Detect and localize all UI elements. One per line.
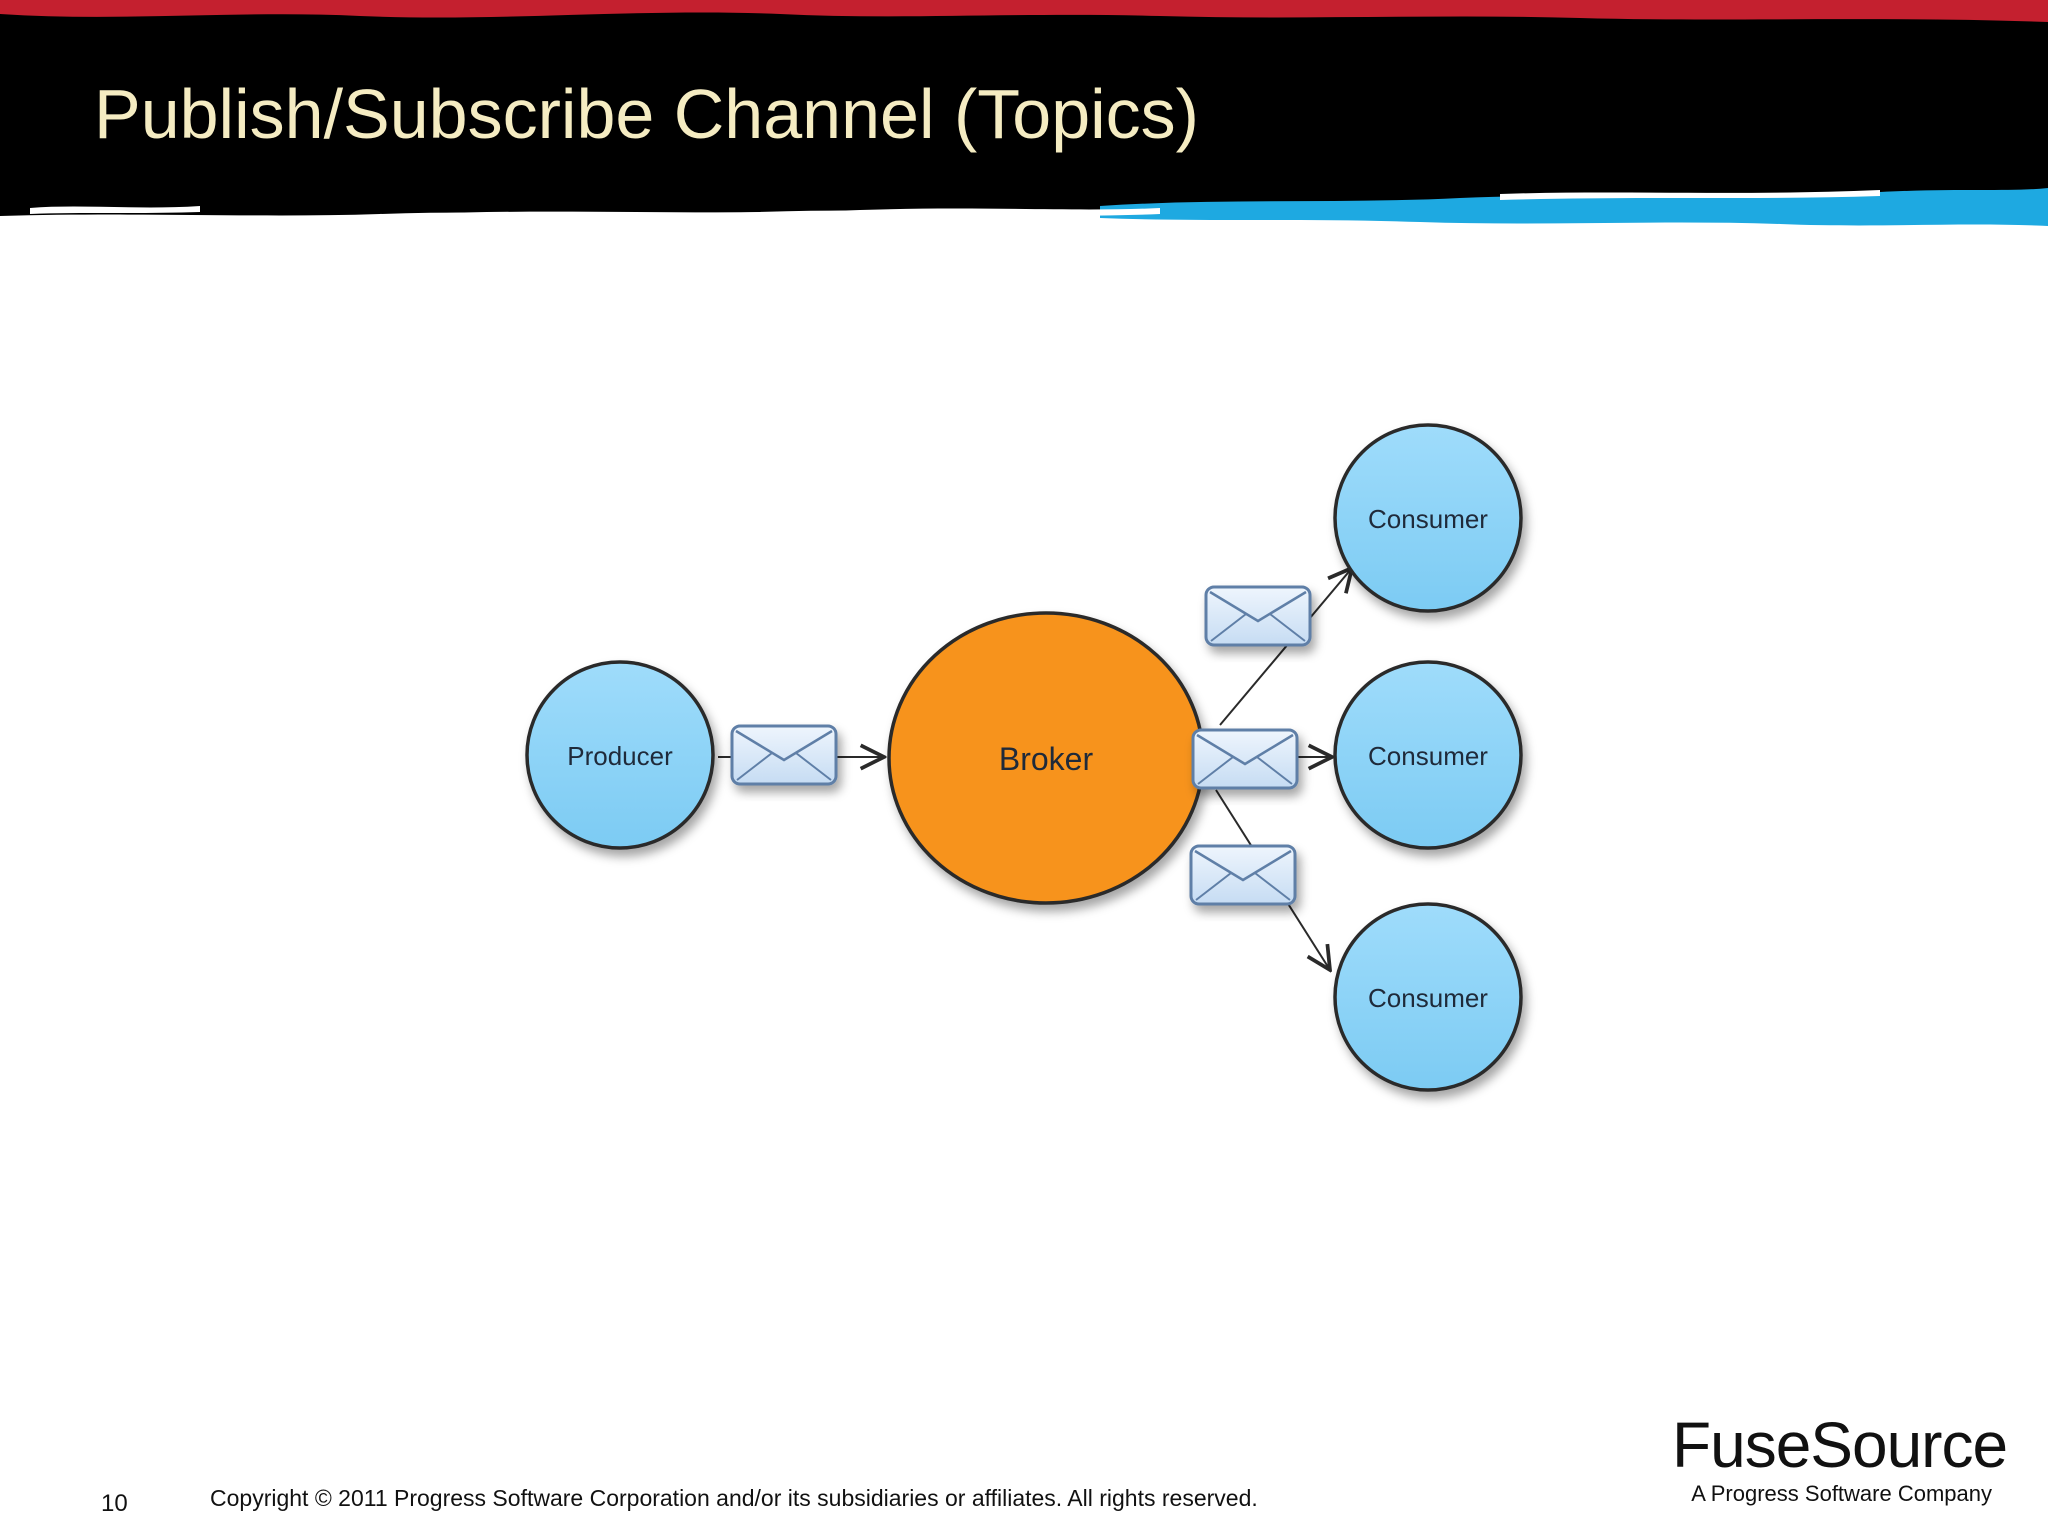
header-white-streak: [1500, 190, 1880, 200]
producer-label: Producer: [567, 741, 673, 771]
fusesource-logo: FuseSource A Progress Software Company: [1672, 1409, 2008, 1508]
consumer-node-top: Consumer: [1333, 423, 1523, 613]
header-white-streak: [420, 208, 1160, 220]
consumer-label: Consumer: [1368, 504, 1488, 534]
logo-wordmark: FuseSource: [1672, 1409, 2008, 1481]
consumer-label: Consumer: [1368, 741, 1488, 771]
copyright-notice: Copyright © 2011 Progress Software Corpo…: [210, 1485, 1258, 1511]
arrow-icon: [1219, 568, 1352, 726]
broker-label: Broker: [999, 741, 1094, 777]
envelope-icon: [1191, 728, 1299, 790]
consumer-label: Consumer: [1368, 983, 1488, 1013]
consumer-node-bottom: Consumer: [1333, 902, 1523, 1092]
page-number: 10: [101, 1490, 128, 1517]
slide-title: Publish/Subscribe Channel (Topics): [94, 75, 1199, 153]
logo-tagline: A Progress Software Company: [1691, 1481, 1992, 1506]
header-black-band: [0, 12, 2048, 216]
header-white-streak: [30, 206, 200, 214]
consumer-node-middle: Consumer: [1333, 660, 1523, 850]
envelope-icon: [730, 724, 838, 786]
envelope-icon: [1189, 844, 1297, 906]
broker-node: Broker: [887, 611, 1205, 905]
header-band: [0, 0, 2048, 226]
envelope-icon: [1204, 585, 1312, 647]
producer-node: Producer: [525, 660, 715, 850]
